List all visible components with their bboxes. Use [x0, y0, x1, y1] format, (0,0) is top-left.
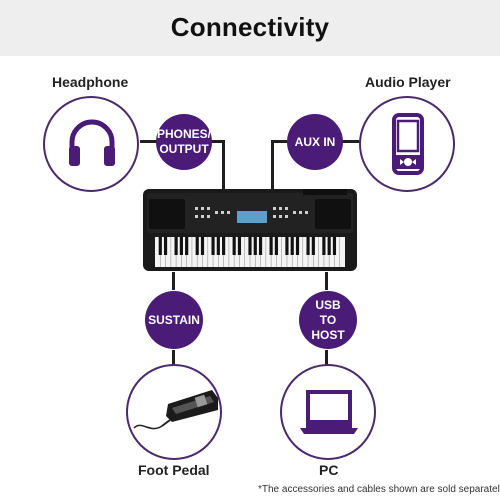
phones-output-port-badge: PHONES/ OUTPUT — [156, 114, 212, 170]
black-key — [185, 237, 189, 255]
black-key — [222, 237, 226, 255]
connector-line-aux-vertical — [271, 140, 274, 192]
black-key — [332, 237, 337, 255]
black-key — [179, 237, 183, 255]
foot-pedal-circle — [126, 364, 222, 460]
phones-output-line2: OUTPUT — [159, 142, 209, 156]
black-key — [269, 237, 273, 255]
connector-line-phones-horizontal — [210, 140, 224, 143]
header-bar — [0, 0, 500, 56]
pc-label: PC — [319, 462, 339, 478]
foot-pedal-label: Foot Pedal — [138, 462, 210, 478]
black-key — [195, 237, 199, 255]
usb-to-host-line2: TO — [319, 312, 337, 327]
headphone-circle — [43, 96, 139, 192]
page-title: Connectivity — [170, 12, 330, 42]
black-key — [258, 237, 263, 255]
pc-circle — [280, 364, 376, 460]
black-key — [216, 237, 220, 255]
sustain-label: SUSTAIN — [148, 312, 200, 327]
black-key — [322, 237, 326, 255]
laptop-icon — [300, 390, 358, 434]
black-key — [248, 237, 252, 255]
headphone-label: Headphone — [52, 74, 129, 90]
usb-to-host-line1: USB — [315, 297, 341, 312]
connector-line-aux-horizontal — [271, 140, 287, 143]
black-key — [285, 237, 289, 255]
black-key — [158, 237, 162, 255]
connector-line-phones-vertical — [222, 140, 225, 192]
aux-in-label: AUX IN — [294, 134, 336, 149]
sustain-port-badge: SUSTAIN — [145, 291, 203, 349]
black-key — [295, 237, 300, 255]
black-key — [200, 237, 205, 255]
black-key — [211, 237, 215, 255]
black-key — [311, 237, 315, 255]
disclaimer-footnote: *The accessories and cables shown are so… — [258, 484, 500, 495]
black-key — [232, 237, 236, 255]
audio-player-label: Audio Player — [365, 74, 451, 90]
headphone-icon — [69, 119, 115, 166]
black-key — [274, 237, 278, 255]
aux-in-port-badge: AUX IN — [287, 114, 343, 170]
connector-line-headphone — [140, 140, 158, 143]
usb-to-host-line3: HOST — [311, 327, 345, 342]
black-key — [306, 237, 310, 255]
usb-to-host-port-badge: USB TO HOST — [299, 291, 357, 349]
audio-player-circle — [359, 96, 455, 192]
connector-line-usb-bottom — [325, 350, 328, 368]
black-key — [327, 237, 331, 255]
keyboard-image — [143, 189, 357, 271]
audio-player-icon — [392, 113, 424, 175]
black-key — [237, 237, 242, 255]
connector-line-audio-player — [342, 140, 360, 143]
black-key — [290, 237, 294, 255]
connector-line-sustain-bottom — [172, 350, 175, 368]
black-key — [174, 237, 178, 255]
foot-pedal-icon — [133, 390, 218, 430]
black-key — [253, 237, 257, 255]
black-key — [163, 237, 168, 255]
connector-line-sustain-top — [172, 272, 175, 290]
connector-line-usb-top — [325, 272, 328, 290]
phones-output-line1: PHONES/ — [156, 127, 211, 141]
